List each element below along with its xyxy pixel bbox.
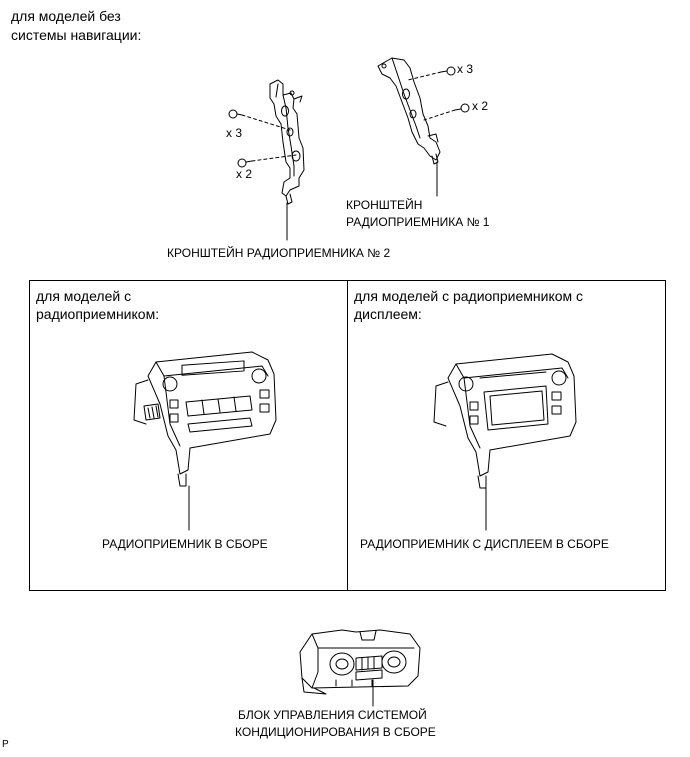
header-line-2: системы навигации: (11, 27, 142, 43)
screw-icon (441, 67, 455, 75)
screw-icon (455, 104, 469, 112)
screw-icon (229, 110, 242, 118)
radio-panel: для моделей с радиоприемником: РАДИОПРИЕ… (29, 280, 348, 591)
screw-icon (238, 159, 252, 167)
bracket-2-label: КРОНШТЕЙН РАДИОПРИЕМНИКА № 2 (167, 246, 391, 260)
bracket-2-screw-qty-a: x 3 (226, 126, 243, 140)
radio-assembly-drawing (134, 352, 276, 486)
radio-display-panel-heading-line-2: дисплеем: (354, 306, 422, 322)
radio-panel-heading-line-1: для моделей с (36, 288, 132, 304)
radio-display-panel: для моделей с радиоприемником с дисплеем… (347, 280, 666, 591)
radio-assembly-label: РАДИОПРИЕМНИК В СБОРЕ (102, 537, 268, 551)
radio-bracket-1 (378, 58, 440, 164)
bracket-1-screw-qty-a: x 3 (457, 62, 474, 76)
climate-label-line-1: БЛОК УПРАВЛЕНИЯ СИСТЕМОЙ (238, 708, 427, 722)
bracket-1-label-line-2: РАДИОПРИЕМНИКА № 1 (346, 215, 490, 229)
radio-display-assembly-label: РАДИОПРИЕМНИК С ДИСПЛЕЕМ В СБОРЕ (360, 537, 609, 551)
radio-panel-heading-line-2: радиоприемником: (36, 306, 160, 322)
radio-with-display-drawing (434, 354, 576, 488)
radio-bracket-2 (270, 80, 304, 204)
climate-label-line-2: КОНДИЦИОНИРОВАНИЯ В СБОРЕ (235, 725, 436, 739)
climate-control-drawing (300, 630, 420, 694)
bracket-1-label-line-1: КРОНШТЕЙН (346, 198, 423, 212)
radio-display-panel-heading-line-1: для моделей с радиоприемником с (354, 288, 584, 304)
header-line-1: для моделей без (11, 8, 121, 24)
corner-mark: P (2, 739, 9, 750)
bracket-2-screw-qty-b: x 2 (236, 167, 253, 181)
bracket-1-screw-qty-b: x 2 (472, 99, 489, 113)
